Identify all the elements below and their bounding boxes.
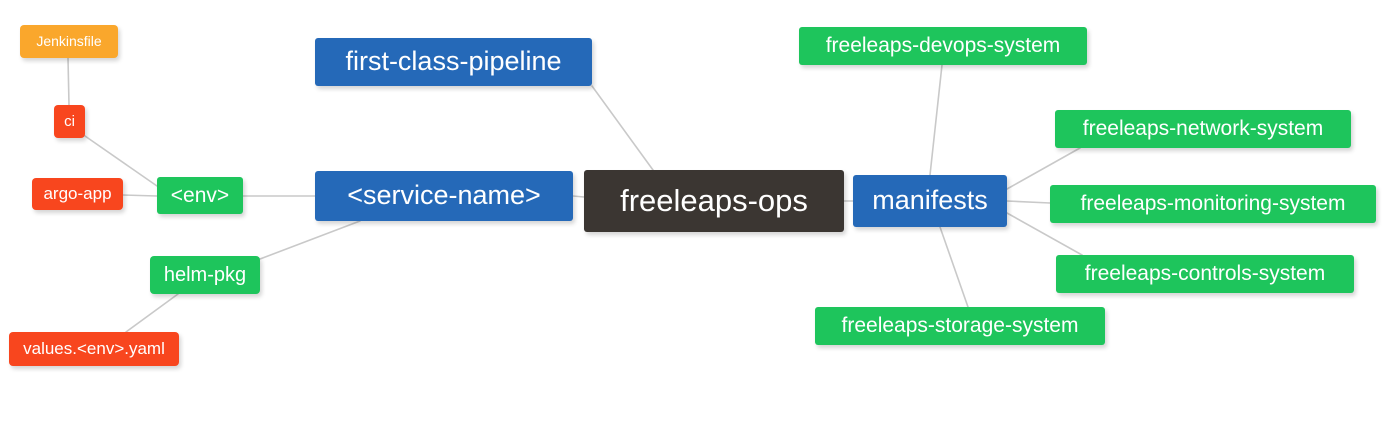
edge-manifests-to-storage-system <box>939 226 969 308</box>
mindmap-node-label-values-env-yaml: values.<env>.yaml <box>23 339 165 358</box>
mindmap-node-devops-system[interactable]: freeleaps-devops-system <box>799 27 1087 65</box>
mindmap-node-label-argo-app: argo-app <box>43 184 112 203</box>
mindmap-node-label-devops-system: freeleaps-devops-system <box>825 34 1061 57</box>
mindmap-node-ci[interactable]: ci <box>54 105 85 138</box>
mindmap-node-label-manifests: manifests <box>872 185 988 215</box>
edge-manifests-to-devops-system <box>929 64 943 176</box>
mindmap-node-first-class-pipeline[interactable]: first-class-pipeline <box>315 38 592 86</box>
mindmap-node-manifests[interactable]: manifests <box>853 175 1007 227</box>
mindmap-node-values-env-yaml[interactable]: values.<env>.yaml <box>9 332 179 366</box>
mindmap-node-monitoring-system[interactable]: freeleaps-monitoring-system <box>1050 185 1376 223</box>
mindmap-node-jenkinsfile[interactable]: Jenkinsfile <box>20 25 118 58</box>
mindmap-node-label-monitoring-system: freeleaps-monitoring-system <box>1080 192 1346 215</box>
edge-freeleaps-ops-to-service-name <box>572 195 585 198</box>
mindmap-node-argo-app[interactable]: argo-app <box>32 178 123 210</box>
edge-manifests-to-monitoring-system <box>1006 200 1051 204</box>
mindmap-node-service-name[interactable]: <service-name> <box>315 171 573 221</box>
edge-ci-to-jenkinsfile <box>67 57 70 106</box>
edge-freeleaps-ops-to-first-class-pipeline <box>591 85 654 171</box>
edge-helm-pkg-to-values-env-yaml <box>125 293 179 333</box>
edge-service-name-to-helm-pkg <box>259 220 361 260</box>
mindmap-node-label-helm-pkg: helm-pkg <box>163 263 247 286</box>
mindmap-node-label-first-class-pipeline: first-class-pipeline <box>345 46 562 76</box>
mindmap-node-label-jenkinsfile: Jenkinsfile <box>36 33 102 49</box>
mindmap-node-helm-pkg[interactable]: helm-pkg <box>150 256 260 294</box>
mindmap-node-freeleaps-ops[interactable]: freeleaps-ops <box>584 170 844 232</box>
mindmap-node-network-system[interactable]: freeleaps-network-system <box>1055 110 1351 148</box>
mindmap-node-controls-system[interactable]: freeleaps-controls-system <box>1056 255 1354 293</box>
mindmap-node-label-env: <env> <box>170 183 230 207</box>
mindmap-node-label-ci: ci <box>64 112 75 130</box>
mindmap-node-storage-system[interactable]: freeleaps-storage-system <box>815 307 1105 345</box>
mindmap-node-label-service-name: <service-name> <box>347 180 541 210</box>
edge-manifests-to-network-system <box>1006 147 1081 190</box>
mindmap-node-label-network-system: freeleaps-network-system <box>1082 117 1324 140</box>
mindmap-node-label-freeleaps-ops: freeleaps-ops <box>620 183 808 218</box>
mindmap-node-env[interactable]: <env> <box>157 177 243 214</box>
edge-env-to-argo-app <box>122 194 158 197</box>
mindmap-node-label-controls-system: freeleaps-controls-system <box>1084 262 1326 285</box>
mindmap-node-label-storage-system: freeleaps-storage-system <box>841 314 1079 337</box>
